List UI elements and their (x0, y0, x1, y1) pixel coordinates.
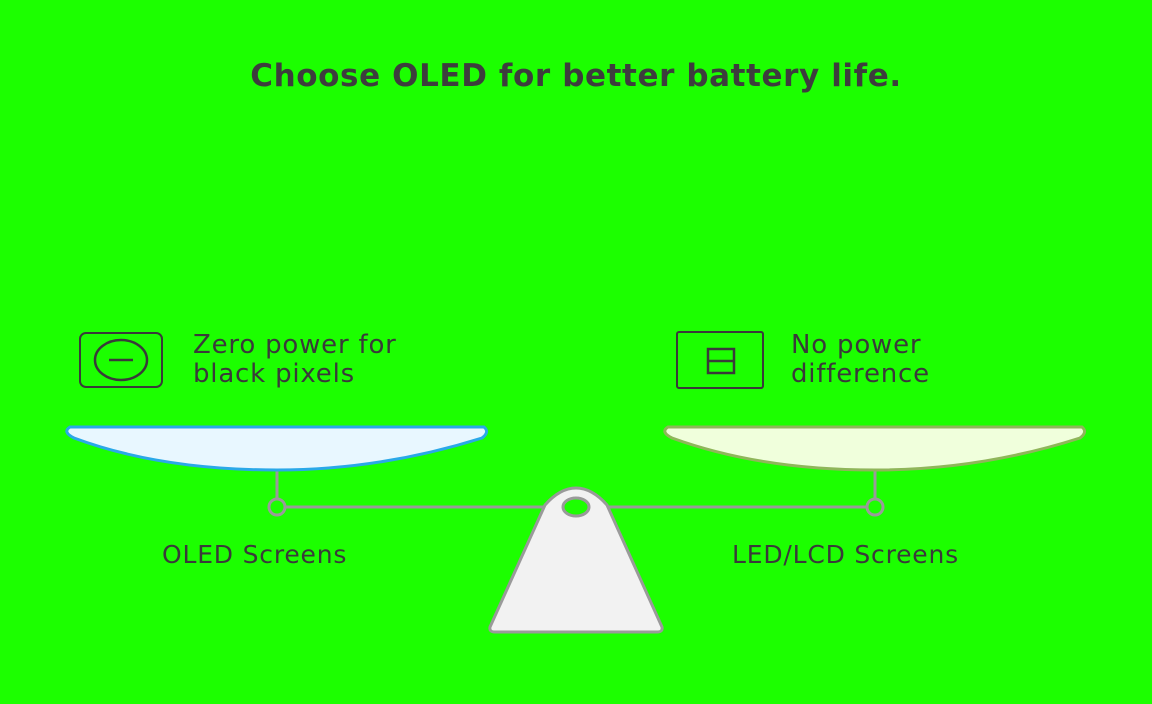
lcd-point-line1: No power (791, 330, 922, 360)
oled-point-line1: Zero power for (193, 330, 397, 360)
right-pan-joint (865, 497, 885, 517)
oled-screens-label: OLED Screens (162, 540, 348, 569)
lcd-point: No power difference (791, 331, 930, 389)
oled-point: Zero power for black pixels (193, 331, 397, 389)
led-lcd-screens-label: LED/LCD Screens (732, 540, 959, 569)
oled-icon-box (79, 332, 163, 388)
right-pan (663, 425, 1087, 472)
oled-point-line2: black pixels (193, 359, 355, 389)
fulcrum-pivot (561, 496, 591, 518)
lcd-point-line2: difference (791, 359, 930, 389)
left-pan-joint (267, 497, 287, 517)
diagram-title: Choose OLED for better battery life. (250, 58, 902, 94)
scale-fulcrum (488, 486, 664, 634)
circle-minus-icon (93, 338, 149, 382)
left-pan (65, 425, 489, 472)
lcd-icon-box (676, 331, 764, 389)
split-square-icon (706, 347, 736, 375)
